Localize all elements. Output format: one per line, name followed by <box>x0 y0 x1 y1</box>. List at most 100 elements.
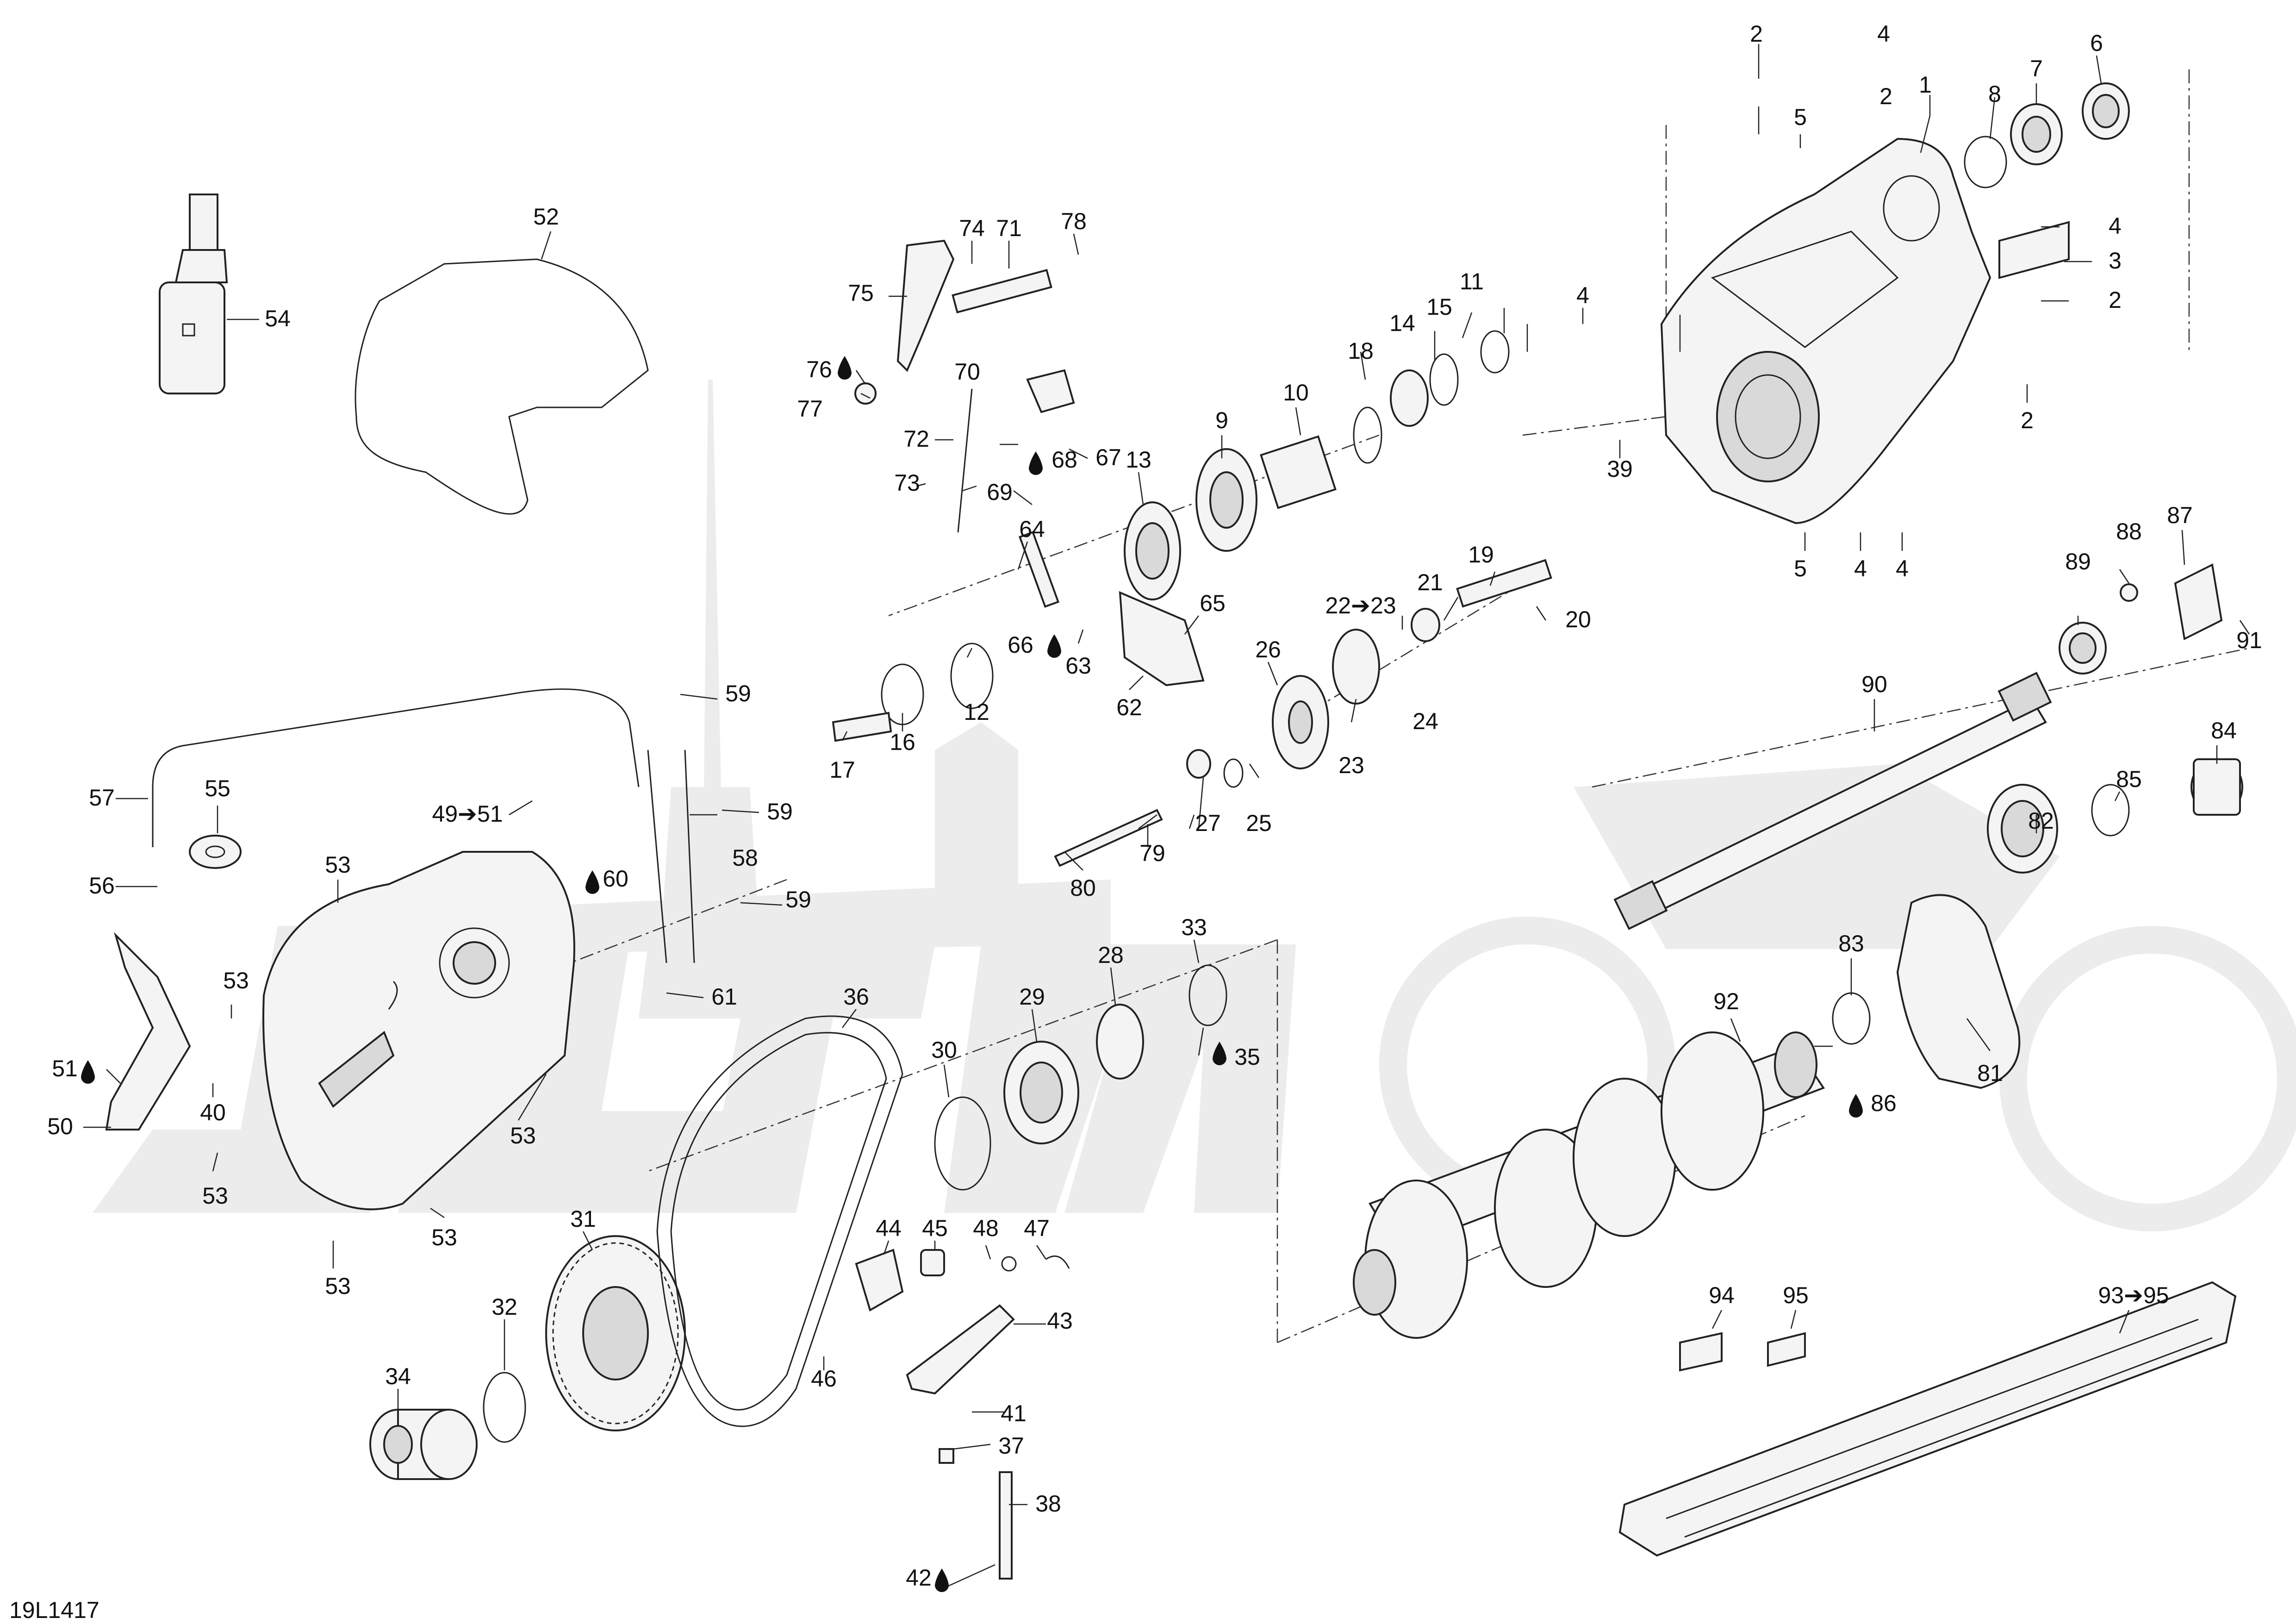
gear-train-parts-9-27 <box>832 330 1552 867</box>
main-housing-part-1 <box>1660 137 2070 525</box>
oil-drop-icon <box>81 1060 95 1084</box>
chain-part-36 <box>656 1015 903 1427</box>
callout-3: 3 <box>2109 248 2122 274</box>
callout-50: 50 <box>47 1113 73 1139</box>
callout-72: 72 <box>903 426 929 452</box>
callout-65: 65 <box>1200 590 1226 616</box>
oil-drop-icon <box>935 1568 949 1592</box>
bearing-stack-parts-28-33 <box>934 964 1227 1191</box>
callout-7: 7 <box>2030 56 2043 81</box>
callout-56: 56 <box>89 873 115 899</box>
callout-94: 94 <box>1709 1282 1735 1308</box>
callout-92: 92 <box>1713 988 1739 1014</box>
callout-53: 53 <box>223 968 249 993</box>
callout-22-23: 22➔23 <box>1325 593 1396 618</box>
callout-14: 14 <box>1389 310 1415 336</box>
oil-drop-icon <box>1047 634 1061 658</box>
callout-91: 91 <box>2236 627 2262 653</box>
callout-5: 5 <box>1794 556 1807 581</box>
callout-19: 19 <box>1468 542 1494 568</box>
callout-20: 20 <box>1565 606 1591 632</box>
callout-53: 53 <box>202 1183 228 1209</box>
callout-31: 31 <box>570 1206 596 1232</box>
callout-4: 4 <box>1896 556 1909 581</box>
callout-25: 25 <box>1246 810 1272 836</box>
callout-29: 29 <box>1019 984 1045 1010</box>
callout-44: 44 <box>876 1215 902 1241</box>
callout-15: 15 <box>1426 294 1452 320</box>
callout-11: 11 <box>1460 269 1484 294</box>
callout-85: 85 <box>2116 766 2142 792</box>
lubricant-bottle-part-54 <box>159 194 228 394</box>
oil-drop-icon <box>1029 451 1043 475</box>
callout-23: 23 <box>1338 752 1364 778</box>
cap-part-55 <box>189 835 242 869</box>
callout-80: 80 <box>1070 875 1096 901</box>
leader-lines <box>83 44 2250 1589</box>
callout-86: 86 <box>1871 1090 1897 1116</box>
callout-58: 58 <box>732 845 758 871</box>
callout-45: 45 <box>922 1215 948 1241</box>
callout-4: 4 <box>1854 556 1867 581</box>
callout-63: 63 <box>1065 653 1091 679</box>
callout-74: 74 <box>959 215 985 241</box>
callout-53: 53 <box>325 1273 351 1299</box>
oil-drop-icons <box>81 356 1863 1592</box>
circlip-part-32 <box>483 1372 526 1443</box>
callout-33: 33 <box>1181 914 1207 940</box>
callout-90: 90 <box>1861 671 1887 697</box>
callout-18: 18 <box>1348 338 1374 364</box>
oil-drop-icon <box>585 870 599 894</box>
callout-68: 68 <box>1052 447 1077 473</box>
vent-hoses-parts-57-58 <box>152 688 695 963</box>
callout-5: 5 <box>1794 104 1807 130</box>
large-sprocket-part-31 <box>545 1235 686 1431</box>
track-clip-parts-93-95 <box>1618 1281 2237 1557</box>
callout-10: 10 <box>1283 380 1309 406</box>
callout-36: 36 <box>843 984 869 1010</box>
callout-53: 53 <box>325 852 351 878</box>
callout-60: 60 <box>603 866 628 892</box>
callout-27: 27 <box>1195 810 1221 836</box>
callout-2: 2 <box>2109 287 2122 313</box>
callout-41: 41 <box>1001 1400 1027 1426</box>
callout-37: 37 <box>998 1433 1024 1459</box>
callout-46: 46 <box>811 1366 837 1392</box>
callout-24: 24 <box>1412 708 1438 734</box>
callout-52: 52 <box>533 204 559 230</box>
callout-61: 61 <box>711 984 737 1010</box>
callout-51: 51 <box>52 1056 78 1081</box>
callout-4: 4 <box>1877 21 1890 47</box>
callout-2: 2 <box>2021 407 2034 433</box>
callout-76: 76 <box>806 356 832 382</box>
callout-49-51: 49➔51 <box>432 801 503 827</box>
callout-93-95: 93➔95 <box>2098 1282 2169 1308</box>
callout-12: 12 <box>964 699 989 725</box>
callout-43: 43 <box>1047 1308 1073 1334</box>
shaft-part-90 <box>1613 672 2052 930</box>
callout-54: 54 <box>265 306 291 331</box>
callout-34: 34 <box>385 1363 411 1389</box>
callout-53: 53 <box>431 1224 457 1250</box>
callout-42: 42 <box>906 1565 932 1591</box>
callout-48: 48 <box>973 1215 999 1241</box>
callout-69: 69 <box>987 479 1013 505</box>
callout-4: 4 <box>1576 282 1589 308</box>
oil-drop-icon <box>1213 1042 1226 1065</box>
callout-17: 17 <box>829 757 855 783</box>
callout-95: 95 <box>1783 1282 1809 1308</box>
callout-67: 67 <box>1095 444 1121 470</box>
callout-53: 53 <box>510 1123 536 1149</box>
callout-40: 40 <box>200 1099 226 1125</box>
callout-75: 75 <box>848 280 874 306</box>
callout-89: 89 <box>2065 549 2091 575</box>
callout-26: 26 <box>1255 637 1281 662</box>
callout-88: 88 <box>2116 518 2142 544</box>
shift-linkage-parts-62-78 <box>854 239 1205 687</box>
callout-47: 47 <box>1024 1215 1050 1241</box>
callout-83: 83 <box>1838 931 1864 956</box>
callout-1: 1 <box>1919 72 1932 98</box>
bearing-flange-parts-87-91 <box>2059 563 2223 675</box>
callout-8: 8 <box>1988 81 2001 107</box>
